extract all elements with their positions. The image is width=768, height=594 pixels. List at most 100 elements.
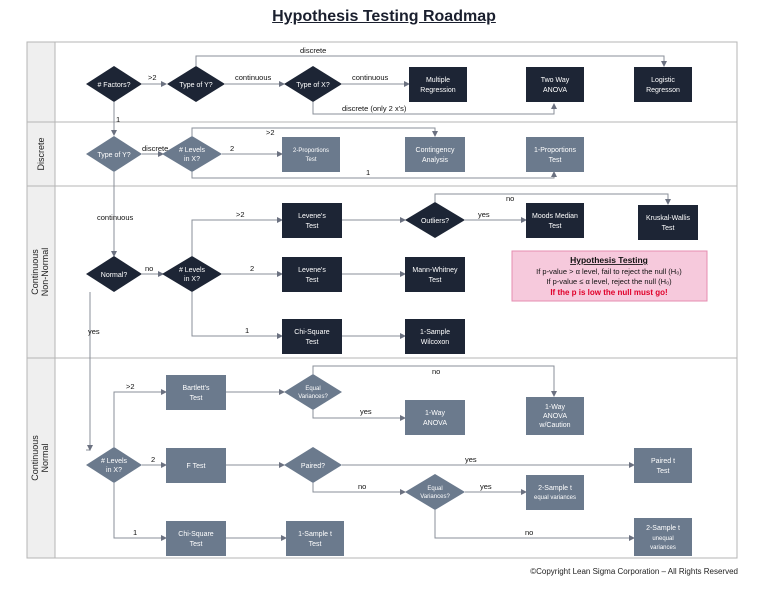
levene-box-2: Levene's Test — [282, 257, 342, 292]
node-text: Mann-Whitney — [412, 267, 458, 274]
label-continuous: continuous — [352, 73, 389, 82]
node-text: Logistic — [651, 77, 675, 84]
node-text: unequal — [652, 536, 673, 542]
label-no: no — [358, 482, 366, 491]
contingency-analysis-box: Contingency Analysis — [405, 137, 465, 172]
levels-decision-1: # Levels in X? — [162, 136, 222, 172]
node-text: Test — [306, 339, 319, 346]
label-two: 2 — [250, 264, 254, 273]
label-gt2: >2 — [148, 73, 157, 82]
label-yes: yes — [88, 327, 100, 336]
label-two: 2 — [230, 144, 234, 153]
node-text: in X? — [184, 156, 200, 163]
node-text: Test — [306, 223, 319, 230]
node-text: Test — [309, 541, 322, 548]
node-text: Variances? — [420, 494, 450, 500]
node-text: Type of X? — [296, 82, 330, 89]
one-way-anova-box: 1-Way ANOVA — [405, 400, 465, 435]
node-text: Equal — [427, 486, 442, 492]
label-one: 1 — [133, 528, 137, 537]
callout-line: If p-value > α level, fail to reject the… — [536, 267, 682, 276]
two-sample-t-unequal-box: 2-Sample t unequal variances — [634, 518, 692, 556]
callout-title: Hypothesis Testing — [570, 255, 648, 265]
one-way-anova-caution-box: 1-Way ANOVA w/Caution — [526, 397, 584, 435]
node-text: Test — [305, 157, 316, 163]
label-discrete-top: discrete — [300, 46, 326, 55]
type-y-decision-2: Type of Y? — [86, 136, 142, 172]
hypothesis-callout: Hypothesis Testing If p-value > α level,… — [511, 250, 708, 302]
node-text: Levene's — [298, 213, 326, 220]
node-text: Moods Median — [532, 213, 578, 220]
wilcoxon-box: 1-Sample Wilcoxon — [405, 319, 465, 354]
node-text: 1-Way — [545, 404, 565, 411]
label-no: no — [525, 528, 533, 537]
label-one: 1 — [366, 168, 370, 177]
node-text: 2-Proportions — [293, 148, 329, 154]
label-no: no — [145, 264, 153, 273]
node-text: Chi-Square — [178, 531, 214, 538]
node-text: Test — [549, 157, 562, 164]
normal-decision: Normal? — [86, 256, 142, 292]
mann-whitney-box: Mann-Whitney Test — [405, 257, 465, 292]
one-proportion-box: 1-Proportions Test — [526, 137, 584, 172]
bartlett-box: Bartlett's Test — [166, 375, 226, 410]
multiple-regression-box: Multiple Regression — [409, 67, 467, 102]
label-yes: yes — [465, 455, 477, 464]
node-text: Regression — [420, 87, 456, 94]
equal-variances-decision-2: Equal Variances? — [405, 474, 465, 510]
node-text: Test — [306, 277, 319, 284]
node-text: ANOVA — [543, 413, 567, 420]
one-sample-t-box: 1-Sample t Test — [286, 521, 344, 556]
node-text: Test — [549, 223, 562, 230]
outliers-decision: Outliers? — [405, 202, 465, 238]
paired-t-box: Paired t Test — [634, 448, 692, 483]
label-discrete-2x: discrete (only 2 x's) — [342, 104, 407, 113]
type-y-decision: Type of Y? — [167, 66, 225, 102]
lane-discrete: Discrete — [36, 137, 46, 170]
lane-continuous-normal-line2: Normal — [40, 443, 50, 472]
node-text: F Test — [187, 463, 206, 470]
node-text: Type of Y? — [97, 152, 130, 159]
node-text: # Levels — [179, 267, 206, 274]
label-gt2: >2 — [266, 128, 275, 137]
paired-decision: Paired? — [284, 447, 342, 483]
node-text: Regresson — [646, 87, 680, 94]
moods-median-box: Moods Median Test — [526, 203, 584, 238]
levene-box-1: Levene's Test — [282, 203, 342, 238]
node-text: Chi-Square — [294, 329, 330, 336]
lane-continuous-nonnormal-line1: Continuous — [30, 249, 40, 295]
node-text: 1-Way — [425, 410, 445, 417]
chi-square-box-1: Chi-Square Test — [282, 319, 342, 354]
node-text: # Levels — [101, 458, 128, 465]
label-yes: yes — [360, 407, 372, 416]
label-discrete: discrete — [142, 144, 168, 153]
node-text: in X? — [184, 276, 200, 283]
label-continuous: continuous — [97, 213, 134, 222]
kruskal-wallis-box: Kruskal-Wallis Test — [638, 205, 698, 240]
logistic-regression-box: Logistic Regresson — [634, 67, 692, 102]
node-text: Test — [429, 277, 442, 284]
node-text: 1-Proportions — [534, 147, 577, 154]
label-one: 1 — [116, 115, 120, 124]
node-text: Outliers? — [421, 218, 449, 225]
equal-variances-decision-1: Equal Variances? — [284, 374, 342, 410]
node-text: Equal — [305, 386, 320, 392]
label-yes: yes — [478, 210, 490, 219]
label-yes: yes — [480, 482, 492, 491]
callout-line: If the p is low the null must go! — [550, 288, 667, 297]
two-way-anova-box: Two Way ANOVA — [526, 67, 584, 102]
node-text: Contingency — [416, 147, 455, 154]
label-gt2: >2 — [236, 210, 245, 219]
node-text: 1-Sample — [420, 329, 450, 336]
page-title: Hypothesis Testing Roadmap — [272, 8, 496, 25]
node-text: Paired? — [301, 463, 325, 470]
node-text: Test — [662, 225, 675, 232]
node-text: Type of Y? — [179, 82, 212, 89]
callout-line: If p-value ≤ α level, reject the null (H… — [546, 277, 672, 286]
label-one: 1 — [245, 326, 249, 335]
node-text: # Levels — [179, 147, 206, 154]
node-text: variances — [650, 545, 676, 551]
two-sample-t-equal-box: 2-Sample t equal variances — [526, 475, 584, 510]
chi-square-box-2: Chi-Square Test — [166, 521, 226, 556]
